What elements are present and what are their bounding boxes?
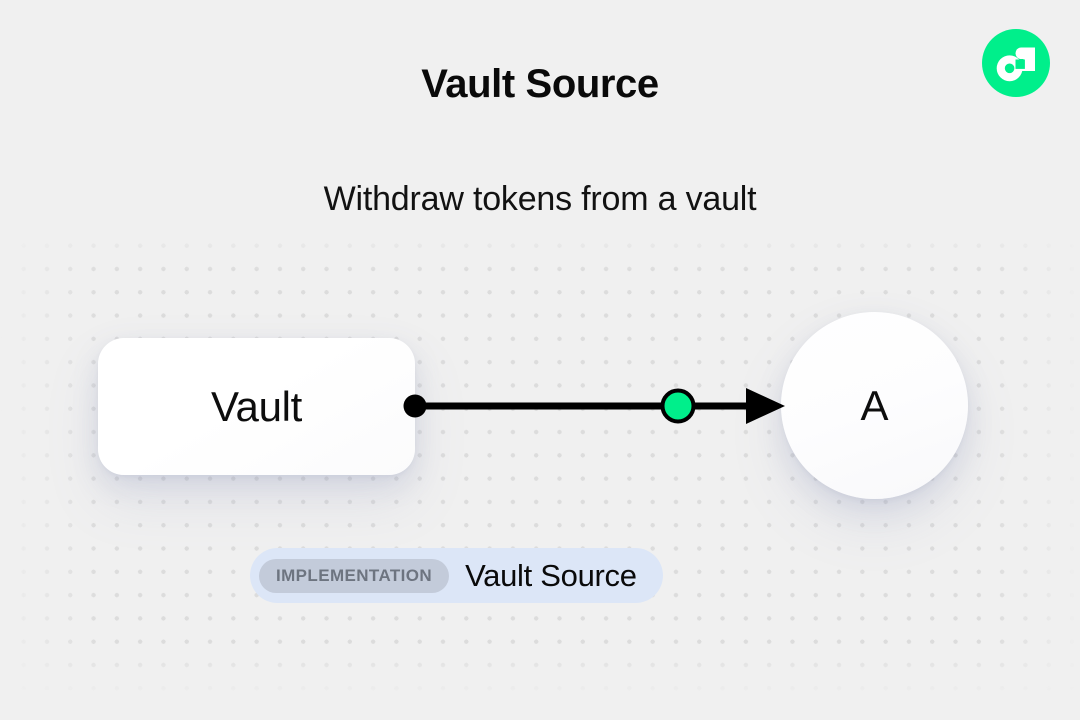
node-a[interactable]: A [781,312,968,499]
implementation-badge[interactable]: IMPLEMENTATION Vault Source [250,548,663,603]
implementation-kind-chip: IMPLEMENTATION [259,558,450,593]
node-vault[interactable]: Vault [98,338,415,475]
node-a-label: A [860,381,889,429]
node-vault-label: Vault [210,382,303,430]
implementation-name: Vault Source [465,557,637,593]
page-title: Vault Source [421,62,659,106]
page-subtitle: Withdraw tokens from a vault [323,180,757,218]
flow-logo-icon [982,29,1050,97]
